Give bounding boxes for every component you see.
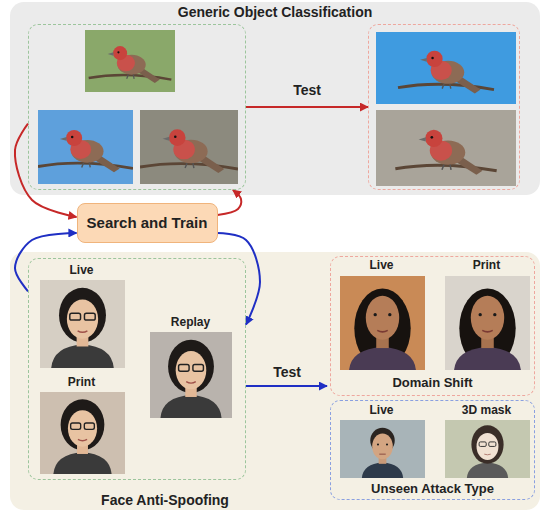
test-arrow	[246, 385, 327, 387]
bird	[140, 129, 238, 173]
bird-photo	[376, 32, 516, 104]
photo-ground	[85, 30, 175, 92]
connector-arrow	[218, 190, 242, 215]
bird-photo	[85, 30, 175, 92]
face	[53, 399, 111, 474]
arrow-label: Test	[273, 364, 301, 381]
photo-ground	[445, 420, 530, 478]
image-group	[368, 24, 520, 190]
node-title: Generic Object Classification	[178, 4, 373, 21]
face	[160, 340, 221, 418]
node-label: Print	[473, 257, 500, 271]
node-label: Unseen Attack Type	[371, 481, 494, 497]
panel: Generic Object Classification	[10, 2, 540, 195]
bird-photo	[140, 110, 238, 184]
panel: Face Anti-SpoofingLivePrintReplayLivePri…	[10, 252, 540, 510]
photo-ground	[445, 276, 530, 370]
face	[349, 289, 416, 370]
photo-ground	[140, 110, 238, 184]
connector-arrow	[246, 106, 368, 108]
face-photo	[340, 276, 425, 370]
photo-ground	[150, 332, 232, 418]
photo-ground	[340, 420, 425, 478]
image-group	[28, 24, 246, 190]
connectors	[15, 107, 368, 325]
face	[454, 289, 521, 370]
bird	[398, 51, 494, 94]
edge-label: Test	[293, 82, 321, 99]
connector-arrow	[15, 124, 77, 217]
bird	[38, 130, 133, 172]
face-photo	[445, 420, 530, 478]
bird	[395, 130, 496, 175]
image-group: Live 3D maskUnseen Attack Type	[330, 400, 535, 500]
node-label: Domain Shift	[392, 375, 472, 391]
face-photo	[340, 420, 425, 478]
mask-face	[467, 425, 508, 478]
photo-ground	[376, 32, 516, 104]
face-photo	[40, 280, 125, 368]
node-label: Replay	[171, 314, 210, 328]
face-photo	[150, 332, 232, 418]
bird	[89, 46, 172, 83]
node-title: Search and Train	[87, 214, 208, 232]
node-label: 3D mask	[462, 402, 511, 416]
image-group: Live PrintDomain Shift	[330, 256, 535, 396]
process-box: Search and Train	[77, 203, 218, 243]
connector-arrow	[218, 233, 261, 325]
panel-ground	[10, 2, 540, 195]
photo-ground	[340, 276, 425, 370]
node-label: Live	[69, 262, 93, 276]
photo-ground	[40, 280, 125, 368]
bird-photo	[38, 110, 133, 184]
connector-arrow	[15, 233, 77, 291]
face-photo	[40, 392, 125, 474]
node-label: Live	[369, 257, 393, 271]
node-label: Live	[369, 402, 393, 416]
image-group: LivePrint Replay	[28, 258, 246, 480]
panel-ground	[10, 252, 540, 510]
bird-photo	[376, 110, 516, 186]
photo-ground	[376, 110, 516, 186]
photo-ground	[38, 110, 133, 184]
face	[51, 288, 114, 368]
photo-ground	[40, 392, 125, 474]
node-title: Face Anti-Spoofing	[101, 492, 229, 509]
node-label: Print	[68, 374, 95, 388]
face	[362, 428, 403, 478]
face-photo	[445, 276, 530, 370]
